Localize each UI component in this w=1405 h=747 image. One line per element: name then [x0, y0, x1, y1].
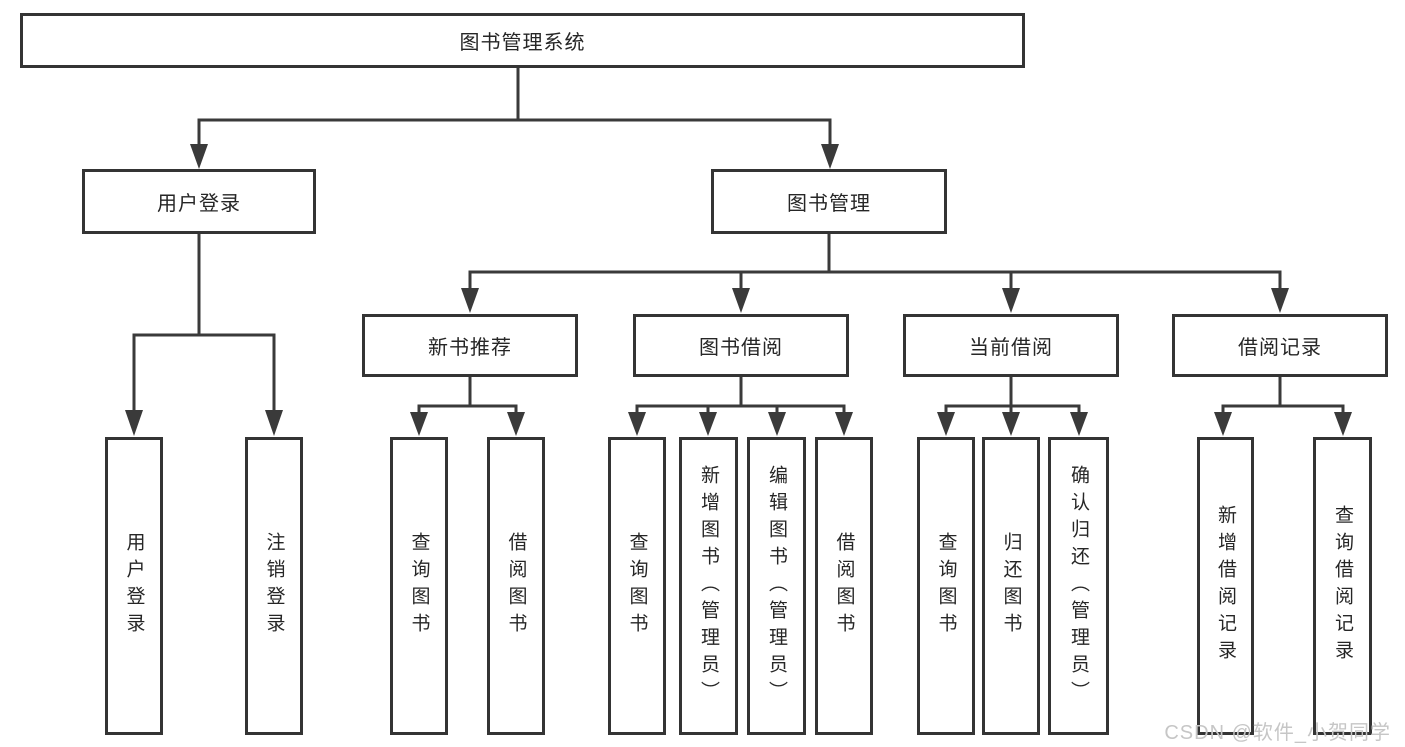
- node-book-management-label: 图书管理: [787, 193, 871, 215]
- node-book-management: 图书管理: [711, 169, 947, 234]
- leaf-bb-query-books: 查询图书: [608, 437, 666, 735]
- leaf-br-add-record-label: 新增借阅记录: [1215, 505, 1236, 667]
- leaf-logout-label: 注销登录: [263, 532, 285, 640]
- leaf-cb-confirm-return-admin-label: 确认归还（管理员）: [1068, 464, 1089, 708]
- leaf-cb-query-books: 查询图书: [917, 437, 975, 735]
- connector-book-borrow-children: [628, 377, 853, 436]
- connector-new-book-recommend-children: [410, 377, 525, 436]
- leaf-user-login-label: 用户登录: [123, 532, 145, 640]
- csdn-watermark: CSDN @软件_小贺同学: [1164, 722, 1391, 744]
- leaf-bb-add-books-admin: 新增图书（管理员）: [679, 437, 738, 735]
- leaf-bb-borrow-books: 借阅图书: [815, 437, 873, 735]
- leaf-br-add-record: 新增借阅记录: [1197, 437, 1254, 735]
- node-user-login: 用户登录: [82, 169, 316, 234]
- node-book-borrow: 图书借阅: [633, 314, 849, 377]
- leaf-cb-confirm-return-admin: 确认归还（管理员）: [1048, 437, 1109, 735]
- node-new-book-recommend: 新书推荐: [362, 314, 578, 377]
- leaf-bb-query-books-label: 查询图书: [626, 532, 648, 640]
- leaf-user-login: 用户登录: [105, 437, 163, 735]
- node-system-root: 图书管理系统: [20, 13, 1025, 68]
- connector-book-management-children: [461, 234, 1289, 313]
- connector-borrow-records-children: [1214, 377, 1352, 436]
- leaf-nbr-query-books-label: 查询图书: [408, 532, 430, 640]
- leaf-logout: 注销登录: [245, 437, 303, 735]
- leaf-nbr-borrow-books-label: 借阅图书: [505, 532, 527, 640]
- node-borrow-records: 借阅记录: [1172, 314, 1388, 377]
- leaf-br-query-record-label: 查询借阅记录: [1332, 505, 1353, 667]
- leaf-cb-query-books-label: 查询图书: [935, 532, 957, 640]
- leaf-nbr-borrow-books: 借阅图书: [487, 437, 545, 735]
- leaf-cb-return-books-label: 归还图书: [1000, 532, 1022, 640]
- leaf-nbr-query-books: 查询图书: [390, 437, 448, 735]
- connector-current-borrow-children: [937, 377, 1088, 436]
- node-user-login-label: 用户登录: [157, 193, 241, 215]
- connector-user-login-children: [125, 233, 283, 436]
- connector-root-to-level2: [190, 68, 839, 169]
- leaf-bb-edit-books-admin-label: 编辑图书（管理员）: [766, 464, 787, 708]
- leaf-bb-borrow-books-label: 借阅图书: [833, 532, 855, 640]
- node-book-borrow-label: 图书借阅: [699, 337, 783, 359]
- leaf-br-query-record: 查询借阅记录: [1313, 437, 1372, 735]
- leaf-bb-edit-books-admin: 编辑图书（管理员）: [747, 437, 806, 735]
- node-new-book-recommend-label: 新书推荐: [428, 337, 512, 359]
- node-current-borrow: 当前借阅: [903, 314, 1119, 377]
- node-system-root-label: 图书管理系统: [459, 32, 586, 54]
- leaf-cb-return-books: 归还图书: [982, 437, 1040, 735]
- node-current-borrow-label: 当前借阅: [969, 337, 1053, 359]
- leaf-bb-add-books-admin-label: 新增图书（管理员）: [698, 464, 719, 708]
- node-borrow-records-label: 借阅记录: [1238, 337, 1322, 359]
